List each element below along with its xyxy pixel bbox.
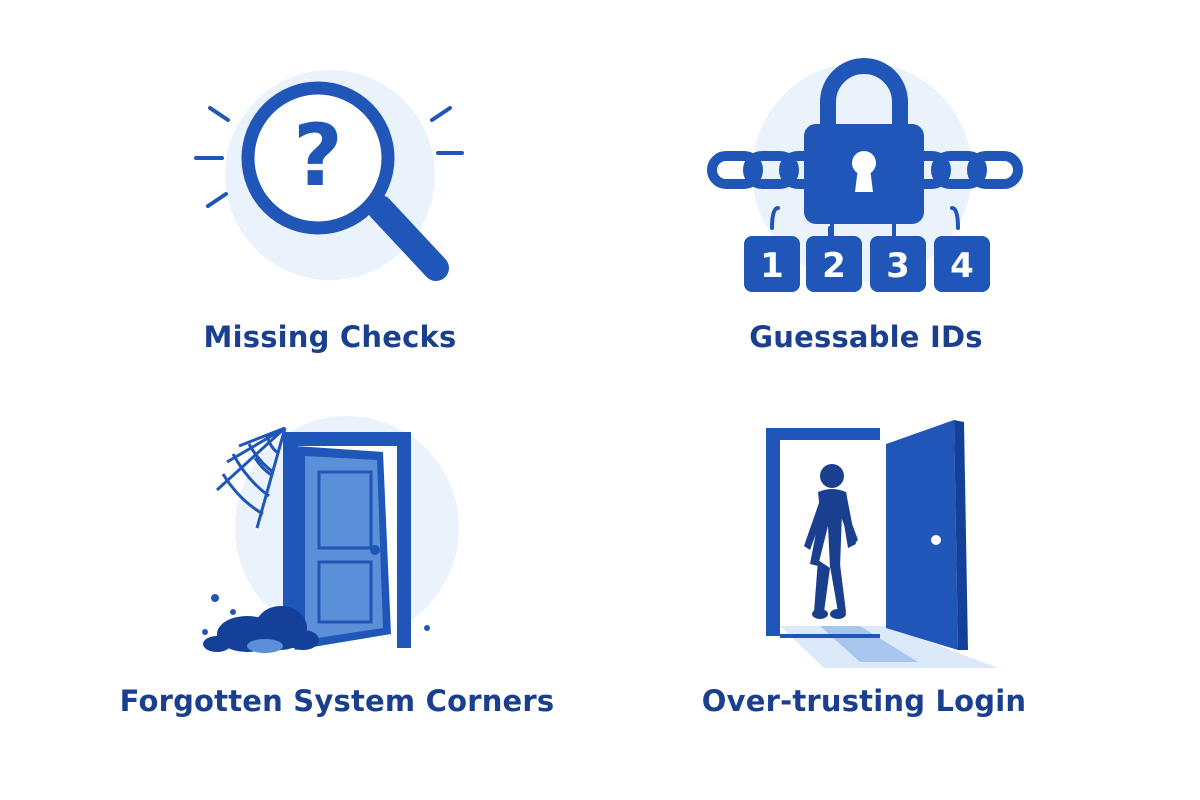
tag-number: 1 [760,246,784,286]
card-guessable-ids: 1 2 3 4 Guessable IDs [636,40,1096,400]
tag-number: 2 [822,246,846,286]
card-label: Forgotten System Corners [119,684,555,718]
card-missing-checks: ? Missing Checks [100,40,560,400]
magnifier-question-icon: ? [194,70,464,281]
card-over-trusting-login: Over-trusting Login [634,400,1094,760]
padlock-chain-icon: 1 2 3 4 [707,58,1023,292]
card-label: Missing Checks [203,320,457,354]
tag-number: 3 [886,246,910,286]
dusty-door-icon [202,416,459,653]
tag-number: 4 [950,246,974,286]
card-label: Guessable IDs [749,320,983,354]
card-label: Over-trusting Login [701,684,1027,718]
open-door-person-icon [766,420,998,668]
svg-text:?: ? [293,106,343,206]
card-forgotten-system-corners: Forgotten System Corners [107,400,567,760]
